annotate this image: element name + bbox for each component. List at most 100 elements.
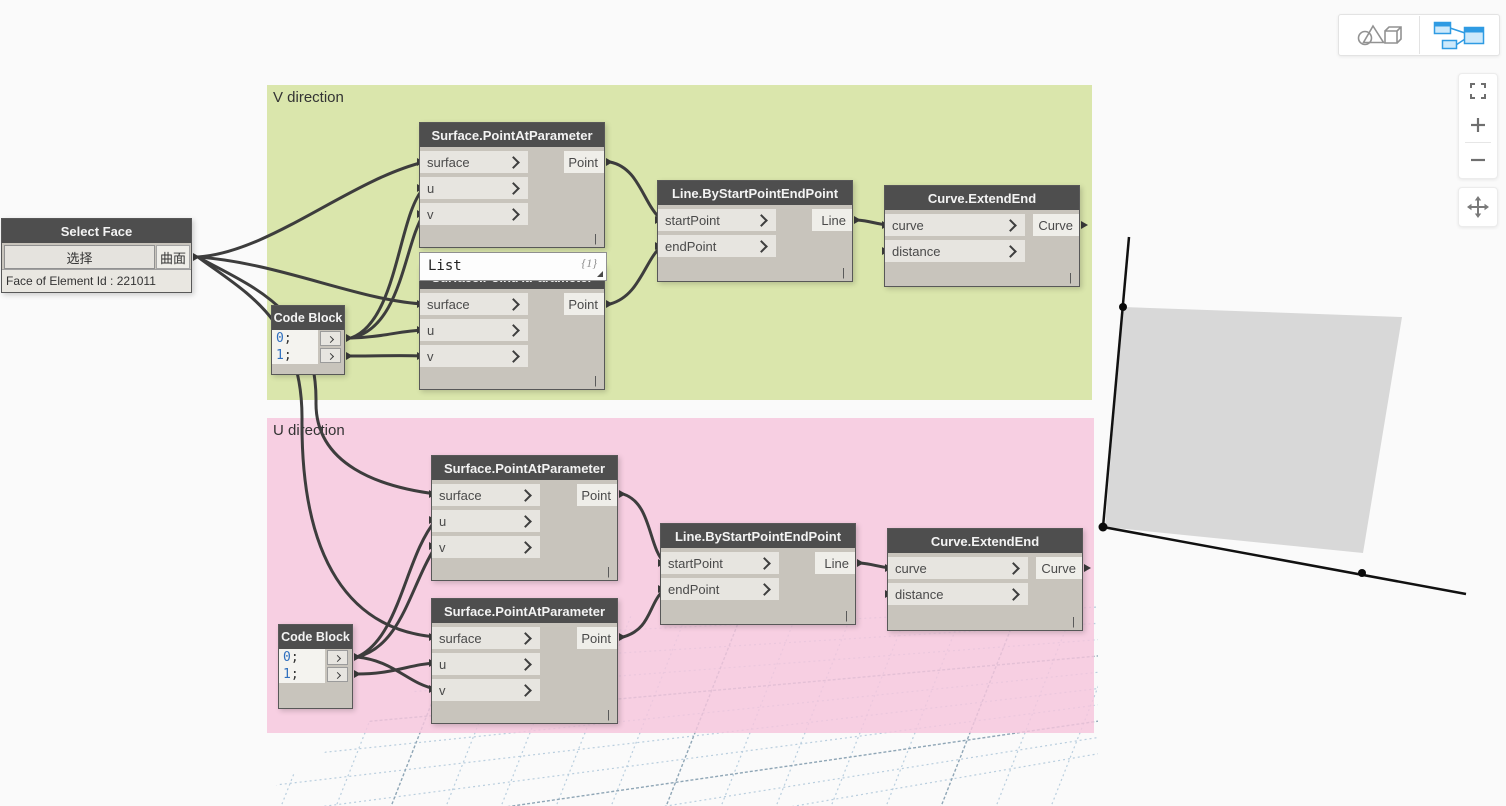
wire[interactable] — [355, 544, 438, 659]
wire[interactable] — [196, 255, 426, 306]
dropdown-value: List — [428, 258, 462, 274]
list-at-level-dropdown[interactable]: List {1} — [419, 252, 607, 281]
node-line-bystartpointendpoint-v[interactable]: Line.ByStartPointEndPoint startPoint end… — [657, 180, 853, 282]
input-port-distance[interactable]: distance — [888, 583, 1028, 605]
output-port-line[interactable]: Line — [812, 209, 852, 231]
node-code-block-v[interactable]: Code Block 0; 1; — [271, 305, 345, 375]
node-code-block-u[interactable]: Code Block 0; 1; — [278, 624, 353, 709]
wire[interactable] — [196, 255, 438, 496]
preview-point — [1358, 569, 1366, 577]
wire[interactable] — [621, 492, 667, 565]
plus-icon — [1471, 118, 1485, 132]
node-surface-pointatparameter-u2[interactable]: Surface.PointAtParameter surface u v Poi… — [431, 598, 618, 724]
output-port-1[interactable] — [320, 348, 341, 363]
output-port-curve[interactable]: Curve — [1036, 557, 1082, 579]
input-port-surface[interactable]: surface — [432, 484, 540, 506]
input-port-v[interactable]: v — [432, 679, 540, 701]
minus-icon — [1471, 158, 1485, 162]
node-select-face[interactable]: Select Face 选择 曲面 Face of Element Id : 2… — [1, 218, 192, 293]
input-port-v[interactable]: v — [432, 536, 540, 558]
input-port-endpoint[interactable]: endPoint — [658, 235, 776, 257]
output-port-surface-cn[interactable]: 曲面 — [156, 245, 190, 269]
preview-u-curve — [1102, 525, 1467, 596]
lacing-indicator[interactable]: | — [607, 566, 610, 578]
node-title: Code Block — [272, 306, 344, 330]
lacing-indicator[interactable]: | — [594, 233, 597, 245]
port-chevron-icon — [507, 156, 520, 169]
input-port-distance[interactable]: distance — [885, 240, 1025, 262]
output-port-curve[interactable]: Curve — [1033, 214, 1079, 236]
input-port-curve[interactable]: curve — [888, 557, 1028, 579]
port-chevron-icon — [507, 182, 520, 195]
input-port-u[interactable]: u — [420, 177, 528, 199]
input-port-startpoint[interactable]: startPoint — [658, 209, 776, 231]
port-chevron-icon — [519, 515, 532, 528]
wire[interactable] — [349, 212, 426, 340]
wire[interactable] — [608, 160, 664, 222]
input-port-surface[interactable]: surface — [432, 627, 540, 649]
wire[interactable] — [196, 160, 426, 259]
output-chevron-icon — [333, 671, 342, 680]
lacing-indicator[interactable]: | — [594, 375, 597, 387]
lacing-indicator[interactable]: | — [845, 610, 848, 622]
node-line-bystartpointendpoint-u[interactable]: Line.ByStartPointEndPoint startPoint end… — [660, 523, 856, 625]
wire[interactable] — [355, 518, 438, 659]
node-title: Line.ByStartPointEndPoint — [661, 524, 855, 548]
input-port-v[interactable]: v — [420, 203, 528, 225]
output-port-point[interactable]: Point — [577, 484, 617, 506]
node-title: Surface.PointAtParameter — [432, 456, 617, 480]
node-title: Line.ByStartPointEndPoint — [658, 181, 852, 205]
pan-button[interactable] — [1458, 187, 1498, 227]
lacing-indicator[interactable]: | — [607, 709, 610, 721]
input-port-startpoint[interactable]: startPoint — [661, 552, 779, 574]
wire[interactable] — [196, 255, 438, 639]
graph-view-button[interactable] — [1420, 15, 1500, 55]
input-port-curve[interactable]: curve — [885, 214, 1025, 236]
code-block-editor[interactable]: 0; 1; — [272, 330, 344, 374]
zoom-in-button[interactable] — [1460, 108, 1496, 142]
zoom-out-button[interactable] — [1460, 143, 1496, 177]
lacing-indicator[interactable]: | — [842, 267, 845, 279]
node-title: Curve.ExtendEnd — [888, 529, 1082, 553]
node-curve-extendend-u[interactable]: Curve.ExtendEnd curve distance Curve | — [887, 528, 1083, 631]
input-port-u[interactable]: u — [432, 653, 540, 675]
lacing-indicator[interactable]: | — [1069, 272, 1072, 284]
input-port-v[interactable]: v — [420, 345, 528, 367]
select-button[interactable]: 选择 — [4, 245, 155, 269]
wire[interactable] — [355, 655, 438, 691]
input-port-surface[interactable]: surface — [420, 293, 528, 315]
input-port-u[interactable]: u — [432, 510, 540, 532]
wire[interactable] — [355, 661, 438, 676]
output-port-0[interactable] — [320, 331, 341, 346]
lacing-indicator[interactable]: | — [1072, 616, 1075, 628]
input-port-surface[interactable]: surface — [420, 151, 528, 173]
node-surface-pointatparameter-v1[interactable]: Surface.PointAtParameter surface u v Poi… — [419, 122, 605, 248]
output-port-0[interactable] — [327, 650, 348, 665]
node-surface-pointatparameter-v2[interactable]: Surface.PointAtParameter surface u v Poi… — [419, 264, 605, 390]
port-chevron-icon — [1007, 562, 1020, 575]
toolbar-divider — [1418, 16, 1420, 54]
wire[interactable] — [621, 587, 667, 639]
wire[interactable] — [349, 186, 426, 340]
code-block-editor[interactable]: 0; 1; — [279, 649, 352, 707]
output-port-point[interactable]: Point — [564, 151, 604, 173]
port-chevron-icon — [507, 324, 520, 337]
node-curve-extendend-v[interactable]: Curve.ExtendEnd curve distance Curve | — [884, 185, 1080, 287]
output-port-line[interactable]: Line — [815, 552, 855, 574]
preview-surface — [1105, 307, 1402, 553]
fit-to-screen-button[interactable] — [1460, 74, 1496, 108]
node-surface-pointatparameter-u1[interactable]: Surface.PointAtParameter surface u v Poi… — [431, 455, 618, 581]
group-v-direction-label: V direction — [273, 89, 344, 106]
pan-arrows-icon — [1467, 196, 1489, 218]
output-port-point[interactable]: Point — [564, 293, 604, 315]
output-port-1[interactable] — [327, 667, 348, 682]
port-chevron-icon — [755, 240, 768, 253]
input-port-endpoint[interactable]: endPoint — [661, 578, 779, 600]
input-port-u[interactable]: u — [420, 319, 528, 341]
wire[interactable] — [608, 244, 664, 306]
port-chevron-icon — [1007, 588, 1020, 601]
port-chevron-icon — [507, 298, 520, 311]
output-port-point[interactable]: Point — [577, 627, 617, 649]
node-title: Code Block — [279, 625, 352, 649]
geometry-preview-button[interactable] — [1339, 15, 1419, 55]
